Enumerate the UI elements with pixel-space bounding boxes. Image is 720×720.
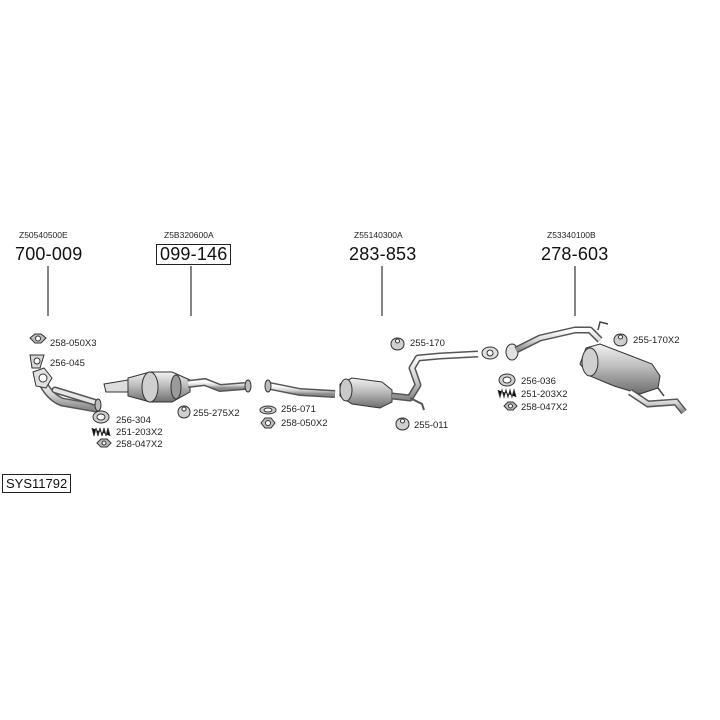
hex-nut-icon xyxy=(503,401,518,411)
spring-icon xyxy=(497,388,517,399)
acc-label-255-170x2[interactable]: 255-170X2 xyxy=(633,335,680,346)
part-number-283-853[interactable]: 283-853 xyxy=(349,244,417,264)
part-number-099-146[interactable]: 099-146 xyxy=(156,244,232,265)
acc-label-258-050x2[interactable]: 258-050X2 xyxy=(281,418,328,429)
acc-label-258-050x3[interactable]: 258-050X3 xyxy=(50,338,97,349)
gasket-ring-icon xyxy=(498,373,516,387)
hex-nut-icon xyxy=(29,333,47,344)
rubber-hanger-icon xyxy=(177,405,191,419)
acc-label-256-304[interactable]: 256-304 xyxy=(116,415,151,426)
oem-code-099-146: Z5B320600A xyxy=(164,230,214,240)
rubber-hanger-icon xyxy=(390,337,405,351)
part-number-700-009[interactable]: 700-009 xyxy=(15,244,83,264)
oem-code-283-853: Z55140300A xyxy=(354,230,403,240)
rear-silencer-278-603[interactable] xyxy=(505,321,687,415)
gasket-ring-icon xyxy=(259,405,277,415)
oem-code-278-603: Z53340100B xyxy=(547,230,596,240)
acc-label-256-071[interactable]: 256-071 xyxy=(281,404,316,415)
flange-plate-icon xyxy=(32,367,53,389)
acc-label-256-045[interactable]: 256-045 xyxy=(50,358,85,369)
rubber-hanger-icon xyxy=(395,417,410,431)
catalytic-converter-099-146[interactable] xyxy=(103,371,252,403)
acc-label-255-275x2[interactable]: 255-275X2 xyxy=(193,408,240,419)
system-code: SYS11792 xyxy=(2,474,72,493)
acc-label-255-011[interactable]: 255-011 xyxy=(414,420,449,431)
acc-label-255-170[interactable]: 255-170 xyxy=(410,338,445,349)
acc-label-258-047x2-b[interactable]: 258-047X2 xyxy=(521,402,568,413)
middle-pipe-283-853[interactable] xyxy=(264,346,499,411)
acc-label-258-047x2-a[interactable]: 258-047X2 xyxy=(116,439,163,450)
acc-label-256-036[interactable]: 256-036 xyxy=(521,376,556,387)
flange-plate-icon xyxy=(29,354,45,369)
acc-label-251-203x2-b[interactable]: 251-203X2 xyxy=(521,389,568,400)
hex-nut-icon xyxy=(260,417,276,429)
gasket-ring-icon xyxy=(92,410,110,424)
part-number-278-603[interactable]: 278-603 xyxy=(541,244,609,264)
spring-icon xyxy=(91,427,111,437)
leader-lines xyxy=(47,266,576,316)
rubber-hanger-icon xyxy=(613,333,628,347)
acc-label-251-203x2-a[interactable]: 251-203X2 xyxy=(116,427,163,438)
oem-code-700-009: Z50540500E xyxy=(19,230,68,240)
hex-nut-icon xyxy=(96,438,112,448)
